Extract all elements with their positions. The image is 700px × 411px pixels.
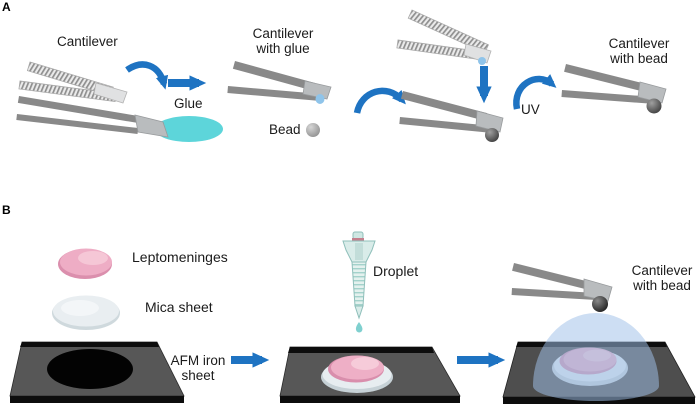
- mica-sheet-label: Mica sheet: [145, 299, 213, 315]
- cantilever-label: Cantilever: [57, 34, 118, 49]
- tweezers-dipping-glue-icon: [16, 96, 169, 138]
- cantilever-with-bead-label-bottom: Cantilever with bead: [631, 263, 693, 294]
- afm-iron-sheet-label: AFM iron sheet: [170, 353, 226, 384]
- mica-disc-icon: [52, 295, 120, 330]
- tweezers-receiving-bead-icon: [399, 91, 504, 142]
- sample-with-droplet-dome-icon: [502, 313, 696, 404]
- cantilever-with-bead-icon: [561, 64, 667, 114]
- leptomeninges-label: Leptomeninges: [132, 249, 228, 265]
- glue-blob-icon: [155, 116, 223, 142]
- cantilever-with-bead-label-top: Cantilever with bead: [608, 36, 670, 67]
- tweezers-cantilever-icon: [18, 61, 128, 104]
- afm-iron-sheet-icon: [9, 341, 185, 403]
- bead-sphere-icon: [306, 123, 320, 137]
- uv-arrow-icon: [513, 74, 557, 110]
- curved-arrow-pickup-icon: [353, 87, 406, 114]
- curved-arrow-to-glue-icon: [125, 61, 169, 90]
- bead-label: Bead: [269, 122, 301, 137]
- tweezers-cantilever-glue-icon: [396, 9, 492, 65]
- panel-a-label: A: [2, 0, 11, 14]
- sample-on-sheet-icon: [279, 346, 461, 403]
- cantilever-with-glue-icon: [227, 61, 332, 104]
- cantilever-with-bead-b-icon: [511, 263, 613, 312]
- glue-label: Glue: [174, 96, 203, 111]
- droplet-label: Droplet: [373, 263, 419, 279]
- cantilever-with-glue-label: Cantilever with glue: [252, 26, 314, 57]
- panel-b-label: B: [2, 203, 11, 217]
- dropper-icon: [342, 231, 376, 333]
- uv-label: UV: [521, 102, 540, 117]
- leptomeninges-disc-icon: [58, 248, 112, 279]
